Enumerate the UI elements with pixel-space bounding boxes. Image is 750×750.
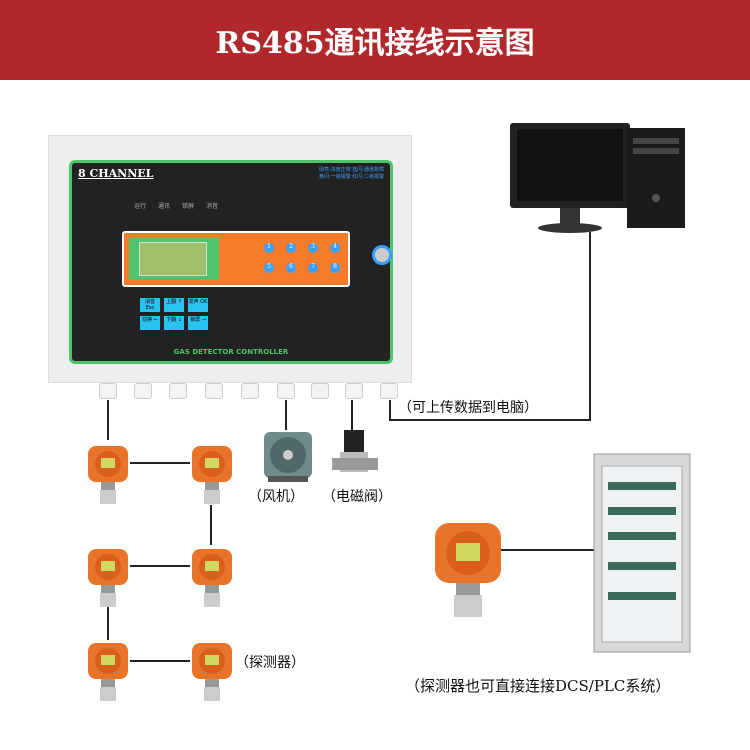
channel-led: 2 xyxy=(286,243,296,253)
up-key[interactable]: 上翻 ↑ xyxy=(164,298,184,312)
left-key[interactable]: 切换 ← xyxy=(140,316,160,330)
cable-gland xyxy=(134,383,152,399)
right-key[interactable]: 锁屏 → xyxy=(188,316,208,330)
channel-led: 7 xyxy=(308,263,318,273)
key-lock-icon[interactable] xyxy=(372,245,392,265)
dcs-plc-cabinet-icon xyxy=(593,453,691,653)
cable-gland xyxy=(205,383,223,399)
cable-gland xyxy=(241,383,259,399)
channel-label: 8 CHANNEL xyxy=(78,167,154,180)
channel-led: 5 xyxy=(264,263,274,273)
page-title: RS485通讯接线示意图 xyxy=(0,0,750,80)
indicator-comm: 通讯 xyxy=(158,203,171,210)
dcs-plc-label: （探测器也可直接连接DCS/PLC系统） xyxy=(405,677,671,695)
gas-detector-icon xyxy=(88,643,128,701)
channel-led: 1 xyxy=(264,243,274,253)
display-band: 1 2 3 4 5 6 7 8 xyxy=(122,231,350,287)
gas-detector-icon xyxy=(192,643,232,701)
indicator-mute: 消音 xyxy=(206,203,219,210)
indicator-run: 运行 xyxy=(134,203,147,210)
pc-upload-label: （可上传数据到电脑） xyxy=(398,400,538,416)
cable-gland xyxy=(99,383,117,399)
gas-detector-icon xyxy=(88,446,128,504)
solenoid-valve-icon xyxy=(332,430,378,472)
model-label: GAS DETECTOR CONTROLLER xyxy=(173,348,289,356)
gas-detector-icon xyxy=(192,446,232,504)
legend-line: 绿亮:浓度正常 蓝闪:通道故障 xyxy=(319,167,384,173)
cable-gland xyxy=(380,383,398,399)
gas-detector-large-icon xyxy=(435,523,501,617)
cable-gland xyxy=(345,383,363,399)
cable-gland xyxy=(169,383,187,399)
channel-led: 3 xyxy=(308,243,318,253)
computer-icon xyxy=(510,123,685,233)
valve-label: （电磁阀） xyxy=(322,489,392,505)
controller-panel: 8 CHANNEL 绿亮:浓度正常 蓝闪:通道故障 黄闪:一级报警 红闪:二级报… xyxy=(69,160,393,364)
detector-label: （探测器） xyxy=(235,655,305,671)
legend-line: 黄闪:一级报警 红闪:二级报警 xyxy=(319,174,384,180)
gas-detector-controller: 8 CHANNEL 绿亮:浓度正常 蓝闪:通道故障 黄闪:一级报警 红闪:二级报… xyxy=(48,135,412,383)
gas-detector-icon xyxy=(88,549,128,607)
cable-gland xyxy=(311,383,329,399)
indicator-lock: 锁屏 xyxy=(182,203,195,210)
pc-cable xyxy=(389,232,591,421)
fan-label: （风机） xyxy=(248,489,304,505)
channel-led: 4 xyxy=(330,243,340,253)
lcd-screen xyxy=(139,242,207,276)
gas-detector-icon xyxy=(192,549,232,607)
down-key[interactable]: 下翻 ↓ xyxy=(164,316,184,330)
ok-key[interactable]: 发声 OK xyxy=(188,298,208,312)
channel-led: 6 xyxy=(286,263,296,273)
cable-gland xyxy=(277,383,295,399)
channel-led: 8 xyxy=(330,263,340,273)
esc-key[interactable]: 消音 Esc xyxy=(140,298,160,312)
fan-icon xyxy=(264,432,312,482)
